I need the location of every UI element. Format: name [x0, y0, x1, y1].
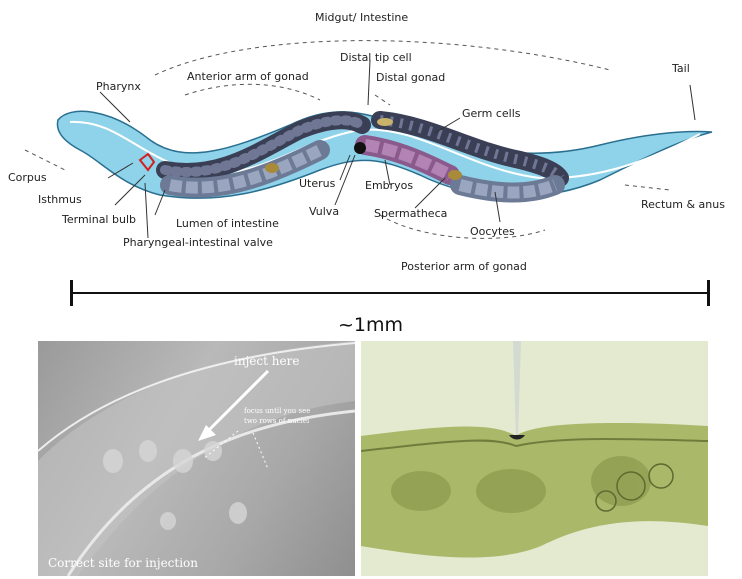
- spermatheca-left: [265, 163, 279, 173]
- distal-tip: [377, 118, 393, 126]
- spermatheca-right: [448, 170, 462, 180]
- rectum-label: Rectum & anus: [641, 198, 725, 211]
- terminal-bulb-label: Terminal bulb: [62, 213, 136, 226]
- midgut-label: Midgut/ Intestine: [315, 11, 408, 24]
- scale-bar-right-tick: [707, 280, 710, 306]
- embryos-label: Embryos: [365, 179, 413, 192]
- focus-note-line1: focus until you see: [244, 407, 310, 415]
- corpus-label: Corpus: [8, 171, 47, 184]
- posterior-arm-label: Posterior arm of gonad: [401, 260, 527, 273]
- lumen-label: Lumen of intestine: [176, 217, 279, 230]
- focus-note-line2: two rows of nuclei: [244, 417, 309, 425]
- spermatheca-label: Spermatheca: [374, 207, 447, 220]
- needle-worm-shape: [361, 341, 708, 576]
- posterior-oocytes: [460, 185, 555, 193]
- pharyngeal-valve-label: Pharyngeal-intestinal valve: [123, 236, 273, 249]
- oocytes-label: Oocytes: [470, 225, 515, 238]
- scale-bar-label: ~1mm: [338, 314, 403, 336]
- distal-gonad-label: Distal gonad: [376, 71, 445, 84]
- inject-here-label: inject here: [234, 354, 299, 368]
- brightfield-micrograph-needle: [361, 341, 708, 576]
- scale-bar: [71, 292, 709, 294]
- isthmus-label: Isthmus: [38, 193, 82, 206]
- germ-cells-label: Germ cells: [462, 107, 521, 120]
- vulva-mark: [354, 142, 366, 154]
- dic-micrograph-injection-site: inject here focus until you see two rows…: [38, 341, 355, 576]
- pharynx-label: Pharynx: [96, 80, 141, 93]
- dic-worm-shape: [38, 341, 355, 576]
- uterus-label: Uterus: [299, 177, 335, 190]
- injection-site-caption: Correct site for injection: [48, 556, 198, 570]
- distal-tip-cell-label: Distal tip cell: [340, 51, 412, 64]
- anterior-arm-label: Anterior arm of gonad: [187, 70, 309, 83]
- tail-label: Tail: [672, 62, 690, 75]
- vulva-label: Vulva: [309, 205, 339, 218]
